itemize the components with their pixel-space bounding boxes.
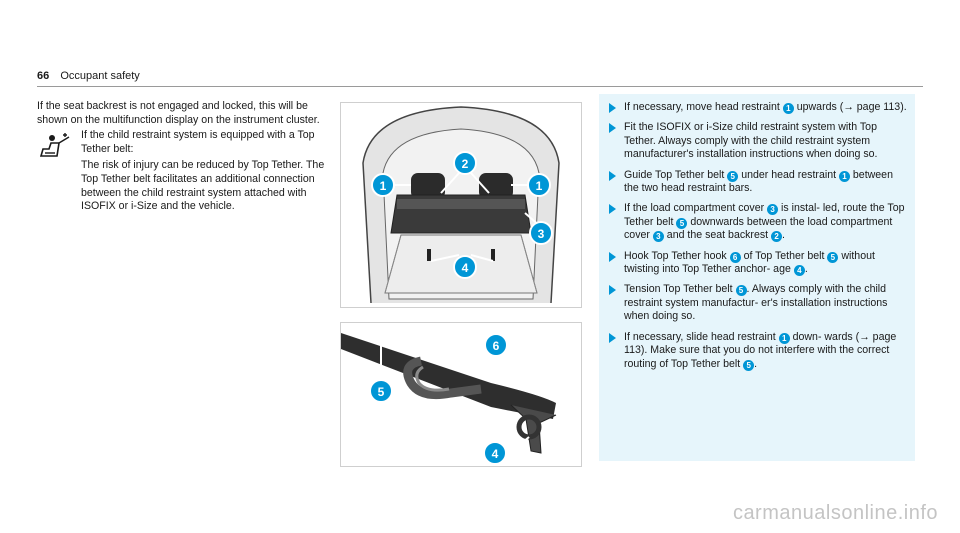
step-text: between the two head restraint bars.	[624, 168, 893, 195]
svg-text:5: 5	[378, 385, 385, 399]
callout-badge: 5	[676, 217, 688, 229]
callout-badge: 1	[838, 170, 850, 182]
callout-badge: 3	[652, 231, 664, 243]
instruction-steps: If necessary, move head restraint 1 upwa…	[599, 94, 915, 461]
instruction-step: Guide Top Tether belt 5 under head restr…	[599, 169, 915, 196]
step-arrow-icon	[609, 103, 616, 113]
step-text: If the load compartment cover	[624, 202, 768, 215]
step-text: . Always comply with the child restraint…	[624, 283, 888, 323]
instruction-step: Hook Top Tether hook 6 of Top Tether bel…	[599, 250, 915, 277]
svg-text:6: 6	[493, 339, 500, 353]
watermark: carmanualsonline.info	[732, 502, 938, 524]
page-number: 66	[37, 70, 50, 82]
instruction-step: If necessary, move head restraint 1 upwa…	[599, 101, 915, 114]
child-seat-warning-icon	[39, 133, 70, 157]
step-arrow-icon	[609, 285, 616, 296]
callout-badge: 1	[778, 332, 790, 344]
step-text: down- wards (→ page 113). Make sure that…	[624, 330, 897, 370]
step-text: .	[754, 357, 758, 370]
callout-badge: 5	[727, 170, 739, 182]
step-text: .	[804, 263, 808, 276]
callout-1-right: 1	[527, 173, 551, 197]
step-arrow-icon	[609, 251, 616, 262]
callout-4: 4	[453, 255, 477, 279]
svg-text:2: 2	[462, 157, 469, 171]
callout-badge: 6	[729, 251, 741, 263]
callout-badge: 5	[743, 359, 755, 371]
callout-badge: 5	[827, 251, 839, 263]
svg-text:3: 3	[538, 227, 545, 241]
callout-badge: 5	[735, 285, 747, 297]
instruction-step: If the load compartment cover 3 is insta…	[599, 202, 915, 243]
page-header: 66 Occupant safety	[37, 70, 140, 82]
step-text: downwards between the load compartment c…	[624, 215, 893, 242]
step-text: of Top Tether belt	[740, 249, 828, 262]
callout-2: 2	[453, 151, 477, 175]
callout-6: 6	[484, 333, 508, 357]
step-text: upwards (→ page 113).	[793, 101, 907, 113]
callout-3: 3	[529, 221, 553, 245]
load-compartment-figure: 1 2 1 3 4	[340, 102, 582, 308]
step-text: and the seat backrest	[663, 229, 772, 242]
step-text: .	[782, 229, 785, 242]
left-column: If the seat backrest is not engaged and …	[37, 100, 327, 217]
callout-badge: 2	[771, 231, 783, 243]
step-text: under head restraint	[738, 168, 839, 181]
step-text: Tension Top Tether belt	[624, 283, 736, 296]
step-arrow-icon	[609, 123, 616, 134]
step-text: without twisting into Top Tether anchor-…	[624, 249, 875, 276]
step-text: Fit the ISOFIX or i-Size child restraint…	[624, 121, 878, 161]
step-arrow-icon	[609, 170, 616, 181]
warning-body: The risk of injury can be reduced by Top…	[81, 159, 325, 213]
step-text: If necessary, move head restraint	[624, 101, 783, 113]
svg-text:1: 1	[536, 179, 543, 193]
warning-block: If the child restraint system is equippe…	[37, 129, 327, 214]
step-arrow-icon	[609, 204, 616, 215]
callout-badge: 4	[793, 265, 805, 277]
callout-5: 5	[369, 379, 393, 403]
instruction-step: Tension Top Tether belt 5. Always comply…	[599, 283, 915, 323]
warning-lead: If the child restraint system is equippe…	[81, 129, 315, 155]
instruction-step: Fit the ISOFIX or i-Size child restraint…	[599, 121, 915, 161]
header-divider	[37, 86, 923, 87]
step-arrow-icon	[609, 332, 616, 343]
step-text: is instal- led, route the Top Tether bel…	[624, 202, 905, 228]
svg-text:4: 4	[492, 447, 499, 461]
step-text: Hook Top Tether hook	[624, 249, 730, 262]
load-compartment-illustration: 1 2 1 3 4	[341, 103, 581, 307]
step-text: If necessary, slide head restraint	[624, 330, 779, 343]
section-title: Occupant safety	[60, 70, 140, 82]
callout-badge: 1	[782, 103, 794, 114]
svg-text:1: 1	[380, 179, 387, 193]
tether-hook-figure: 6 5 4	[340, 322, 582, 467]
instruction-step: If necessary, slide head restraint 1 dow…	[599, 331, 915, 371]
intro-paragraph: If the seat backrest is not engaged and …	[37, 100, 320, 126]
callout-1-left: 1	[371, 173, 395, 197]
tether-hook-illustration: 6 5 4	[341, 323, 581, 466]
step-text: Guide Top Tether belt	[624, 168, 728, 181]
callout-badge: 3	[767, 204, 779, 216]
svg-text:4: 4	[462, 261, 469, 275]
callout-4-hook: 4	[483, 441, 507, 465]
